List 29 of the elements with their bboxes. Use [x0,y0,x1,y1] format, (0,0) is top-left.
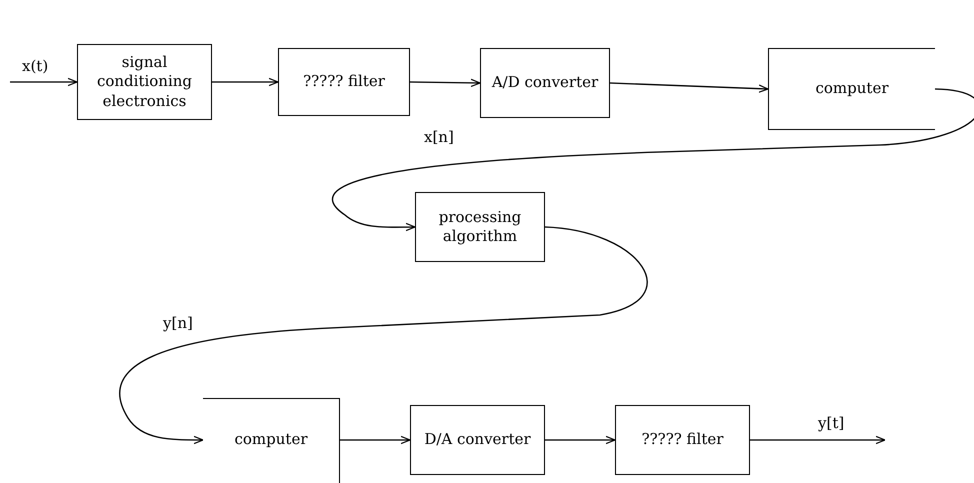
process-box [410,405,545,475]
arrow [410,78,481,88]
box-label: A/D converter [492,73,598,93]
open-box [203,398,340,483]
edge-label: y[n] [163,314,193,332]
box-label: processing algorithm [438,208,522,246]
arrow [750,436,886,444]
open-box [768,48,935,130]
box-label: signal conditioning electronics [96,52,194,112]
edge-label: x(t) [22,57,48,75]
arrow [10,78,78,86]
arrow [212,78,279,86]
box-label: ????? filter [642,430,724,450]
box-label: D/A converter [424,430,531,450]
arrow [119,226,648,444]
box-label: computer [816,79,888,99]
process-box [480,48,610,118]
arrow [332,88,974,232]
process-box [415,192,545,262]
edge-label: y[t] [818,414,844,432]
arrow [340,436,411,444]
box-label: computer [234,430,308,450]
box-label: ????? filter [303,72,385,92]
process-box [615,405,750,475]
process-box [77,44,212,120]
arrow [610,82,769,93]
process-box [278,48,410,116]
arrow [545,436,616,444]
edge-label: x[n] [424,128,454,146]
